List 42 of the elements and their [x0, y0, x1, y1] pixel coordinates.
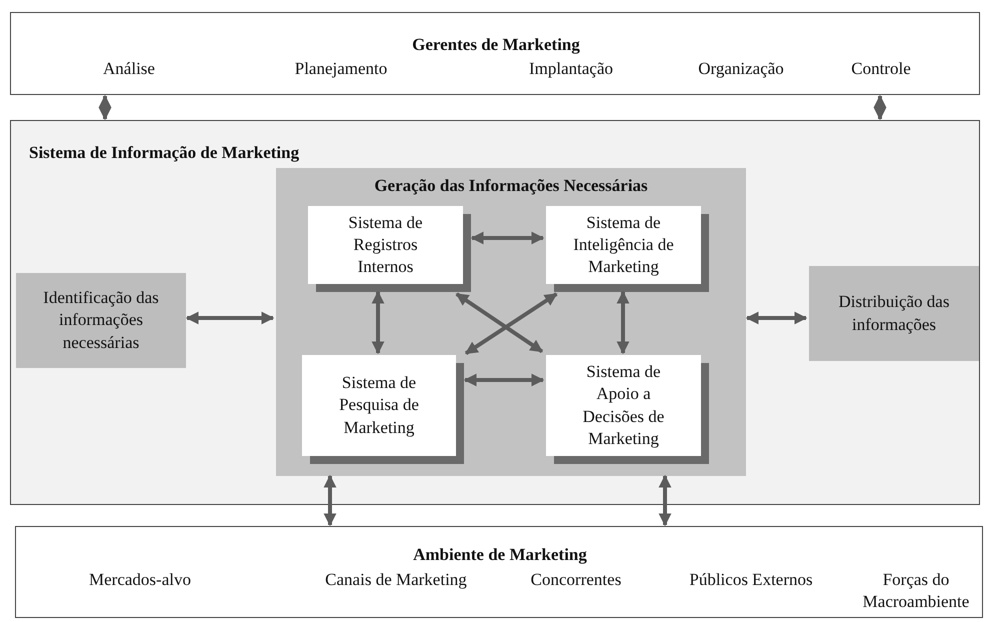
band-item: Canais de Marketing — [324, 569, 468, 591]
double-arrow — [372, 290, 384, 354]
box-label: Distribuição das informações — [838, 291, 950, 336]
side-box — [809, 266, 979, 361]
double-arrow — [464, 292, 558, 356]
panel-heading: Geração das Informações Necessárias — [374, 176, 648, 196]
box-label: Identificação das informações necessárias — [42, 287, 160, 354]
box-label: Sistema de Pesquisa de Marketing — [338, 372, 420, 439]
double-arrow — [98, 94, 112, 120]
double-arrow — [658, 474, 672, 526]
system-panel — [10, 120, 980, 505]
group-panel — [276, 168, 746, 476]
double-arrow — [746, 312, 808, 324]
box-label: Sistema de Apoio a Decisões de Marketing — [582, 361, 666, 450]
band-item: Planejamento — [294, 58, 388, 80]
outer-band — [10, 12, 980, 95]
side-box — [16, 273, 186, 368]
system-card — [546, 355, 701, 456]
band-item: Públicos Externos — [688, 569, 814, 591]
band-item: Mercados-alvo — [88, 569, 192, 591]
band-item: Forças do Macroambiente — [862, 569, 970, 614]
band-item: Controle — [850, 58, 912, 80]
band-item: Análise — [102, 58, 156, 80]
double-arrow — [324, 474, 336, 526]
panel-heading: Sistema de Informação de Marketing — [29, 143, 300, 163]
band-item: Implantação — [528, 58, 614, 80]
double-arrow — [464, 374, 544, 386]
double-arrow — [186, 312, 274, 324]
double-arrow — [456, 292, 544, 354]
box-label: Sistema de Inteligência de Marketing — [572, 212, 675, 278]
band-heading: Gerentes de Marketing — [412, 35, 580, 55]
band-item: Concorrentes — [530, 569, 622, 591]
double-arrow — [470, 232, 544, 244]
box-label: Sistema de Registros Internos — [347, 212, 424, 278]
band-item: Organização — [697, 58, 785, 80]
double-arrow — [616, 290, 630, 354]
outer-band — [15, 526, 983, 618]
system-card — [308, 206, 463, 284]
system-card — [546, 206, 701, 284]
system-card — [302, 355, 456, 456]
band-heading: Ambiente de Marketing — [413, 545, 587, 565]
double-arrow — [874, 94, 886, 120]
